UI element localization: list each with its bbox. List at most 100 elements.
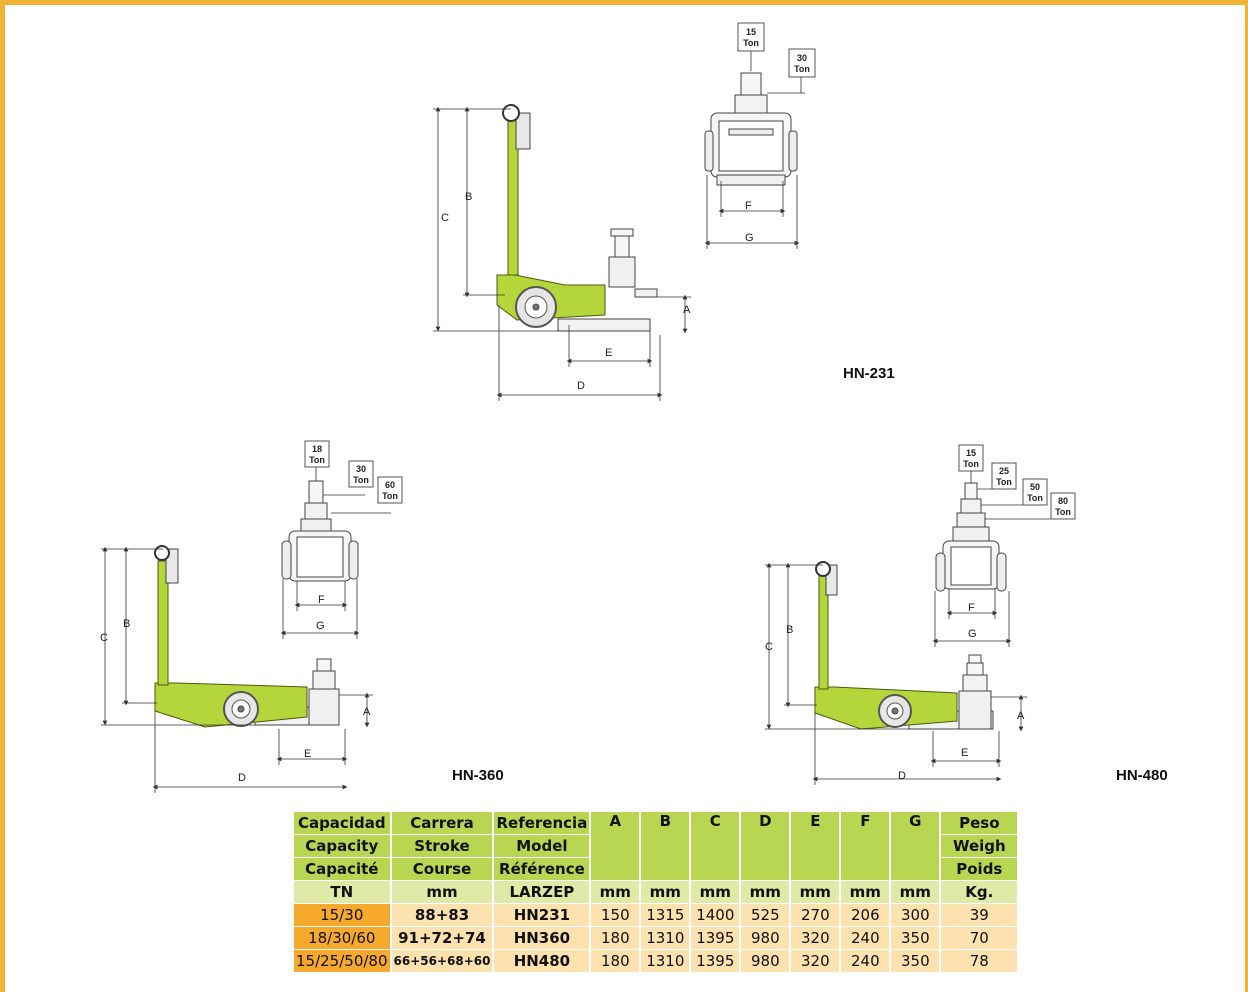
- hn480-tag-3-value: 50: [1030, 482, 1040, 492]
- hn360-tag-3-value: 60: [385, 480, 395, 490]
- cell-model: HN231: [494, 904, 590, 926]
- unit-c: mm: [691, 881, 740, 903]
- cell-a: 150: [591, 904, 640, 926]
- hn480-dim-c: C: [765, 641, 773, 653]
- cell-f: 240: [841, 927, 890, 949]
- hn480-tag-2-unit: Ton: [996, 477, 1012, 487]
- header-reference-fr: Référence: [494, 858, 590, 880]
- cell-d: 980: [741, 950, 790, 972]
- cell-b: 1310: [641, 950, 690, 972]
- hn231-capacity-tags: 15 Ton 30 Ton: [737, 22, 816, 78]
- hn480-dim-a: A: [1017, 710, 1025, 722]
- specifications-table: Capacidad Carrera Referencia A B C D E F…: [292, 811, 1019, 973]
- unit-reference: LARZEP: [494, 881, 590, 903]
- hn360-tag-3-unit: Ton: [382, 491, 398, 501]
- hn360-dim-g: G: [316, 620, 325, 632]
- hn480-tag-1-unit: Ton: [963, 459, 979, 469]
- header-stroke-fr: Course: [391, 858, 493, 880]
- unit-weight: Kg.: [941, 881, 1018, 903]
- hn360-tag-2-unit: Ton: [353, 475, 369, 485]
- cell-model: HN360: [494, 927, 590, 949]
- cell-c: 1395: [691, 950, 740, 972]
- header-c: C: [691, 812, 740, 880]
- unit-f: mm: [841, 881, 890, 903]
- hn360-dim-c: C: [100, 632, 108, 644]
- cell-capacity: 15/25/50/80: [294, 950, 390, 972]
- hn231-tag-2-unit: Ton: [794, 64, 810, 74]
- unit-d: mm: [741, 881, 790, 903]
- header-stroke-en: Stroke: [391, 835, 493, 857]
- hn360-front-view: [281, 480, 359, 582]
- cell-capacity: 15/30: [294, 904, 390, 926]
- hn231-dimensions: C B A E D: [433, 106, 691, 401]
- cell-b: 1315: [641, 904, 690, 926]
- hn360-capacity-tags: 18 Ton 30 Ton 60 Ton: [304, 440, 403, 504]
- cell-a: 180: [591, 927, 640, 949]
- cell-weight: 70: [941, 927, 1018, 949]
- cell-g: 350: [891, 927, 940, 949]
- header-b: B: [641, 812, 690, 880]
- hn231-dim-e: E: [605, 347, 612, 359]
- unit-e: mm: [791, 881, 840, 903]
- hn231-dim-g: G: [745, 232, 754, 244]
- cell-d: 525: [741, 904, 790, 926]
- hn480-dim-f: F: [968, 602, 975, 614]
- cell-weight: 78: [941, 950, 1018, 972]
- cell-model: HN480: [494, 950, 590, 972]
- hn360-tag-1-value: 18: [312, 444, 322, 454]
- hn360-dim-f: F: [318, 594, 325, 606]
- header-capacity-fr: Capacité: [294, 858, 390, 880]
- table-row: 15/30 88+83 HN231 150 1315 1400 525 270 …: [294, 904, 1018, 926]
- technical-drawings: C B A E D F G: [100, 22, 1076, 793]
- cell-f: 240: [841, 950, 890, 972]
- hn360-dim-e: E: [304, 748, 311, 760]
- hn480-tag-4-unit: Ton: [1055, 507, 1071, 517]
- hn231-dim-a: A: [683, 304, 691, 316]
- hn231-dim-b: B: [465, 191, 472, 203]
- cell-b: 1310: [641, 927, 690, 949]
- cell-e: 320: [791, 950, 840, 972]
- hn360-dim-a: A: [363, 706, 371, 718]
- hn231-front-view: [704, 72, 798, 186]
- hn480-tag-3-unit: Ton: [1027, 493, 1043, 503]
- model-label-hn360: HN-360: [452, 767, 504, 784]
- table-header-row: Capacité Course Référence Poids: [294, 858, 1018, 880]
- hn231-dim-f: F: [745, 200, 752, 212]
- cell-g: 300: [891, 904, 940, 926]
- table-units-row: TN mm LARZEP mm mm mm mm mm mm mm Kg.: [294, 881, 1018, 903]
- cell-weight: 39: [941, 904, 1018, 926]
- hn360-dimensions: C B A E D: [100, 546, 373, 793]
- header-stroke-es: Carrera: [391, 812, 493, 834]
- header-capacity-es: Capacidad: [294, 812, 390, 834]
- cell-e: 320: [791, 927, 840, 949]
- hn480-dim-e: E: [961, 747, 968, 759]
- hn231-dim-c: C: [441, 212, 449, 224]
- hn360-tag-1-unit: Ton: [309, 455, 325, 465]
- hn480-dim-d: D: [898, 770, 906, 782]
- header-weight-fr: Poids: [941, 858, 1018, 880]
- hn480-side-view: [814, 561, 994, 730]
- header-a: A: [591, 812, 640, 880]
- cell-capacity: 18/30/60: [294, 927, 390, 949]
- header-d: D: [741, 812, 790, 880]
- header-g: G: [891, 812, 940, 880]
- hn480-dimensions: C B A E D: [765, 562, 1027, 785]
- hn480-dim-b: B: [786, 624, 793, 636]
- header-capacity-en: Capacity: [294, 835, 390, 857]
- unit-a: mm: [591, 881, 640, 903]
- hn231-tag-1-unit: Ton: [743, 38, 759, 48]
- hn231-front-dimensions: F G: [704, 51, 805, 249]
- cell-a: 180: [591, 950, 640, 972]
- header-weight-es: Peso: [941, 812, 1018, 834]
- unit-stroke: mm: [391, 881, 493, 903]
- header-e: E: [791, 812, 840, 880]
- cell-stroke: 91+72+74: [391, 927, 493, 949]
- table-row: 15/25/50/80 66+56+68+60 HN480 180 1310 1…: [294, 950, 1018, 972]
- cell-stroke: 88+83: [391, 904, 493, 926]
- unit-g: mm: [891, 881, 940, 903]
- header-f: F: [841, 812, 890, 880]
- hn360-dim-d: D: [238, 772, 246, 784]
- model-label-hn231: HN-231: [843, 365, 895, 382]
- cell-stroke: 66+56+68+60: [391, 950, 493, 972]
